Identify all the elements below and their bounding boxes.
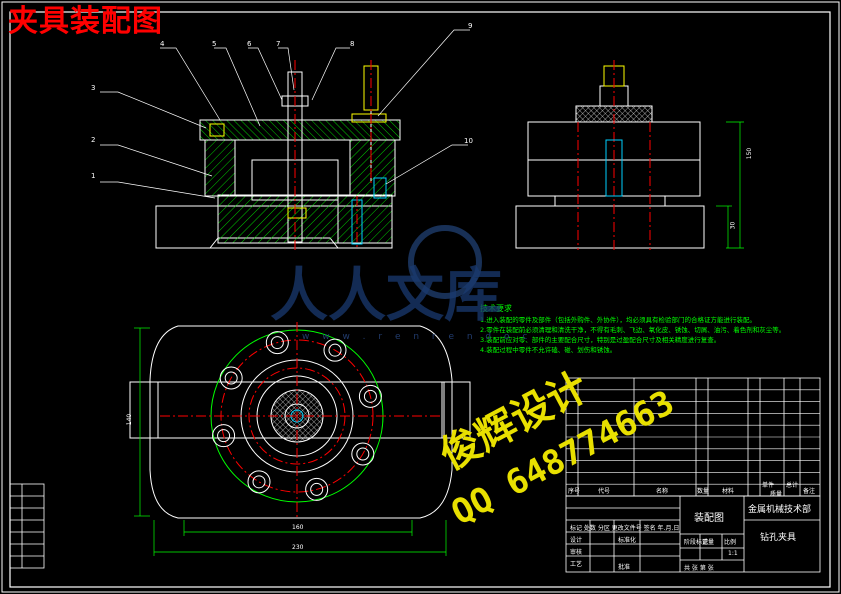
tech-requirements-title: 技术要求	[480, 304, 512, 313]
balloon-9: 9	[468, 22, 473, 30]
bom-header-unit: 单件	[762, 482, 775, 489]
bolt-hole	[358, 384, 382, 408]
bolt-hole	[265, 331, 289, 355]
bolt-hole	[212, 424, 236, 448]
bolt-hole-inner	[224, 371, 238, 385]
bolt-hole	[323, 338, 347, 362]
bom-header-qty: 数量	[697, 488, 710, 495]
side-view	[515, 60, 705, 250]
label-ratio: 比例	[724, 539, 737, 546]
balloon-1: 1	[91, 172, 96, 180]
bolt-hole-inner	[252, 475, 266, 489]
leader-lines	[100, 29, 470, 199]
part-name: 钻孔夹具	[760, 533, 797, 543]
side-dimensions	[716, 121, 744, 249]
revision-row: 标记 处数 分区 更改文件号 签名 年.月.日	[570, 525, 680, 532]
balloon-6: 6	[247, 40, 252, 48]
bolt-hole-inner	[363, 389, 377, 403]
balloon-7: 7	[276, 40, 281, 48]
bolt-hole-inner	[328, 343, 342, 357]
dim-plan-height: 140	[126, 413, 134, 426]
plan-view	[129, 322, 471, 520]
tech-item: 2.零件在装配前必须清理和清洗干净，不得有毛刺、飞边、氧化皮、锈蚀、切屑、油污、…	[480, 326, 786, 334]
label-std: 标准化	[618, 537, 637, 544]
front-section-view	[155, 60, 401, 250]
bom-header-mass: 质量	[770, 491, 783, 498]
bom-header-seq: 序号	[568, 488, 581, 495]
bom-header-material: 材料	[722, 488, 735, 495]
balloon-5: 5	[212, 40, 217, 48]
inner-frame	[9, 11, 831, 588]
dim-front-small: 30	[729, 221, 737, 230]
label-craft: 工艺	[570, 561, 583, 568]
label-approve: 批准	[618, 564, 631, 571]
bom-header-total: 总计	[786, 482, 799, 489]
watermark-url: w w w . r e n r e n d o c	[302, 332, 533, 342]
bolt-hole-inner	[356, 447, 370, 461]
balloon-2: 2	[91, 136, 96, 144]
label-review: 审核	[570, 549, 583, 556]
balloon-4: 4	[160, 40, 165, 48]
bom-rows	[566, 389, 820, 485]
bolt-hole	[247, 470, 271, 494]
plan-bolt-holes	[212, 331, 382, 501]
label-weight: 重量	[702, 539, 715, 546]
balloon-8: 8	[350, 40, 355, 48]
bolt-hole	[305, 477, 329, 501]
watermark-logo-icon	[408, 225, 482, 299]
tech-item: 4.装配过程中零件不允许磕、碰、划伤和锈蚀。	[480, 346, 617, 354]
bom-header-remark: 备注	[803, 488, 816, 495]
watermark-site: 人人文库	[270, 261, 503, 329]
tech-requirements-list: 1.进入装配的零件及部件（包括外购件、外协件），均必须具有检验部门的合格证方能进…	[480, 315, 785, 355]
balloon-10: 10	[464, 137, 473, 145]
company-name: 金属机械技术部	[748, 505, 812, 515]
dim-plan-outer: 230	[292, 544, 304, 551]
bolt-hole-inner	[310, 482, 324, 496]
bolt-hole	[219, 366, 243, 390]
scale-value: 1:1	[728, 550, 738, 557]
drawing-name: 装配图	[694, 513, 724, 524]
title-block	[565, 495, 821, 573]
left-revision-table	[9, 483, 45, 569]
dim-plan-inner: 160	[292, 524, 304, 531]
balloon-3: 3	[91, 84, 96, 92]
tech-item: 3.装配前应对零、部件的主要配合尺寸，特别是过盈配合尺寸及相关精度进行复查。	[480, 336, 721, 344]
drawing-title: 夹具装配图	[8, 4, 163, 39]
bom-header-name: 名称	[656, 488, 669, 495]
bolt-hole-inner	[270, 336, 284, 350]
label-design: 设计	[570, 537, 583, 544]
bom-header-code: 代号	[598, 488, 611, 495]
sheet-label: 共 张 第 张	[684, 565, 714, 572]
label-stage: 阶段标记	[684, 539, 709, 546]
tech-item: 1.进入装配的零件及部件（包括外购件、外协件），均必须具有检验部门的合格证方能进…	[480, 316, 756, 324]
plan-dimensions	[134, 327, 447, 556]
bolt-hole	[351, 442, 375, 466]
bolt-hole-inner	[217, 429, 231, 443]
dim-front-height: 150	[746, 147, 754, 160]
